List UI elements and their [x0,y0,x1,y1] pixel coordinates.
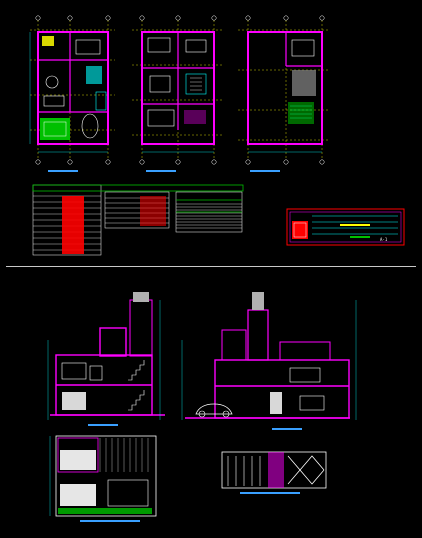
schedule-right [175,191,243,233]
grid-bubble [35,159,41,165]
grid-bubble [67,159,73,165]
schedule-left [32,184,244,256]
grid-bubble [105,15,111,21]
grid-bubble [175,159,181,165]
sheet-divider [6,266,416,267]
schedule-middle [104,191,170,229]
grid-bubble [319,159,325,165]
elevation-front[interactable] [49,435,157,522]
grid-bubble [139,15,145,21]
grid-markers [35,15,325,165]
plan-upper-floor[interactable] [132,20,222,172]
grid-bubble [67,15,73,21]
grid-bubble [211,159,217,165]
section-left[interactable] [47,292,165,426]
plan-ground-floor[interactable] [29,20,115,172]
grid-bubble [319,15,325,21]
grid-bubble [245,15,251,21]
grid-bubble [139,159,145,165]
plan-roof[interactable] [238,20,330,172]
section-right[interactable] [181,292,357,430]
title-block: A-1 [286,208,405,246]
elevation-side[interactable] [221,451,327,494]
grid-bubble [35,15,41,21]
sheet-code: A-1 [380,237,388,242]
grid-bubble [175,15,181,21]
grid-bubble [105,159,111,165]
grid-bubble [283,159,289,165]
grid-bubble [283,15,289,21]
grid-bubble [245,159,251,165]
grid-bubble [211,15,217,21]
